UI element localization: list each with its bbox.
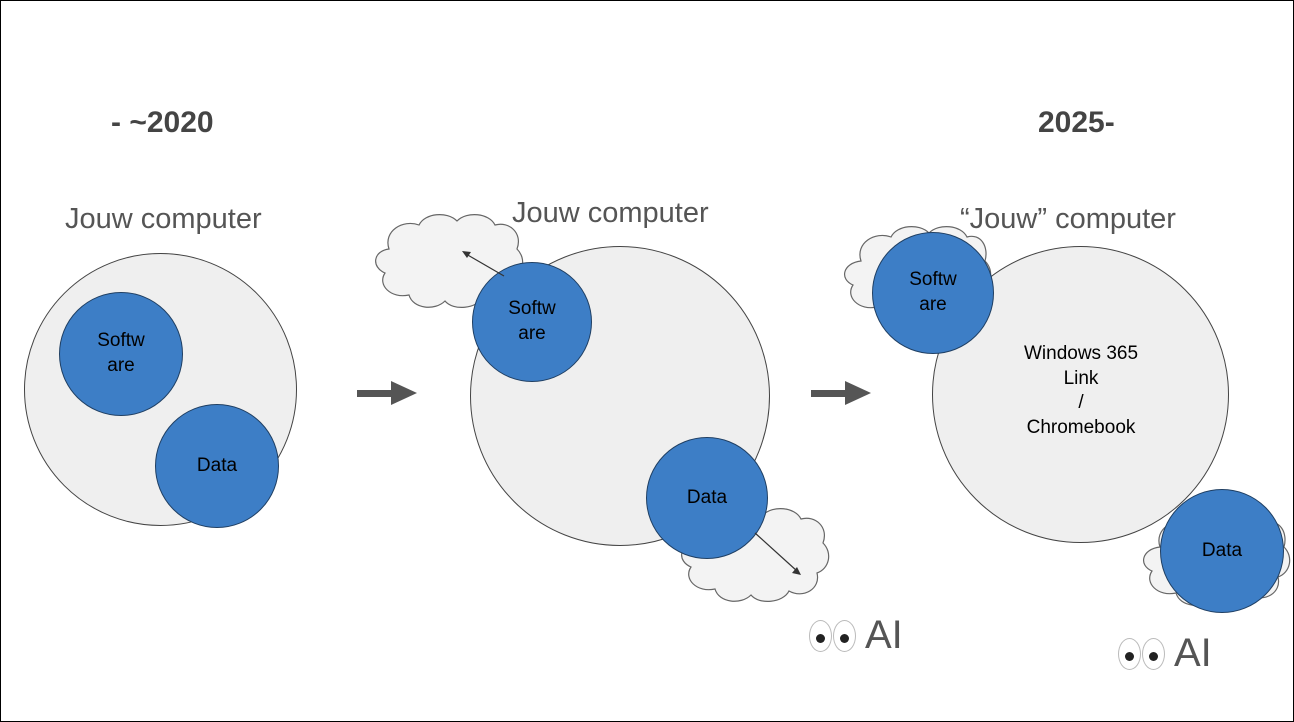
panel-3-ai-label: AI [1118, 631, 1212, 676]
panel-1-title: Jouw computer [65, 203, 262, 235]
panel-3-center-line-3: / [1078, 392, 1084, 414]
era-label-past: - ~2020 [111, 106, 214, 139]
panel-3-center-line-4: Chromebook [1026, 417, 1136, 439]
panel-2-software-label-line-1: Softw [508, 298, 556, 320]
panel-2-title: Jouw computer [512, 197, 709, 229]
panel-2-data-label: Data [686, 486, 728, 508]
upload-arrow-icon [754, 532, 801, 575]
panel-1-data-label: Data [196, 454, 238, 476]
panel-1-software-node: Softw are [59, 292, 183, 416]
panel-1-software-label-line-1: Softw [97, 330, 145, 352]
panel-3-software-label-line-2: are [919, 294, 947, 315]
panel-3-ai-text: AI [1174, 631, 1212, 675]
panel-1-software-label-line-2: are [107, 355, 135, 376]
panel-2-software-node: Softw are [472, 262, 592, 382]
panel-2-software-label-line-2: are [518, 323, 546, 344]
panel-3-data-node: Data [1160, 489, 1284, 613]
eyes-icon [1118, 637, 1166, 670]
eyes-icon [809, 619, 857, 652]
panel-3-title: “Jouw” computer [960, 203, 1176, 235]
right-arrow-icon [811, 381, 871, 405]
era-label-future: 2025- [1038, 106, 1115, 139]
panel-2-data-node: Data [646, 437, 768, 559]
panel-2-ai-label: AI [809, 613, 903, 658]
upload-arrow-icon [462, 251, 505, 277]
panel-1-data-node: Data [155, 404, 279, 528]
panel-3-center-line-1: Windows 365 [1023, 343, 1139, 364]
panel-3-data-label: Data [1201, 539, 1243, 561]
panel-3-software-label-line-1: Softw [909, 269, 957, 291]
panel-2-ai-text: AI [865, 613, 903, 657]
panel-3-center-text: Windows 365 Link / Chromebook [981, 342, 1181, 441]
right-arrow-icon [357, 381, 417, 405]
panel-3-center-line-2: Link [1063, 367, 1099, 389]
panel-3-software-node: Softw are [872, 232, 994, 354]
